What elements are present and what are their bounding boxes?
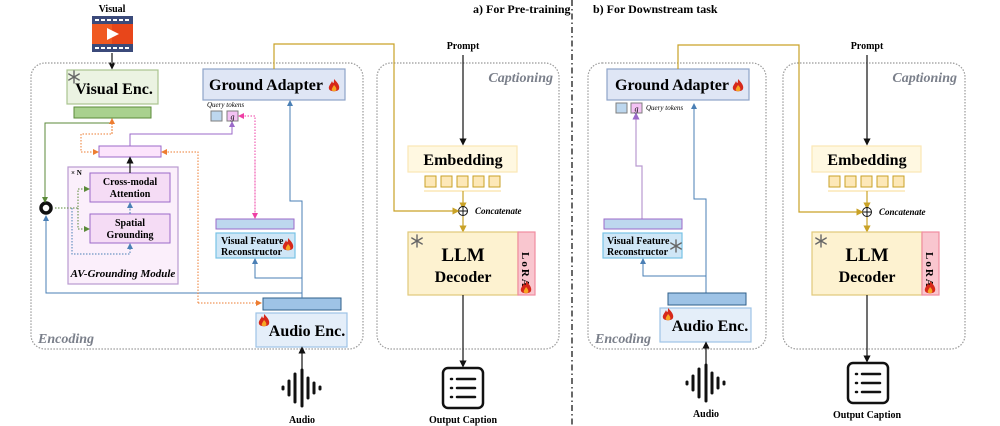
embedding-box-a <box>407 145 518 173</box>
video-icon <box>92 16 133 52</box>
panel-a-heading: a) For Pre-training <box>473 2 571 16</box>
embedding-box-b <box>811 145 922 173</box>
concat-operator-b <box>862 207 872 217</box>
llm-decoder-line1-a: LLM <box>441 245 484 266</box>
encoding-label-b: Encoding <box>594 332 651 347</box>
audio-encoder-box-a <box>255 312 348 348</box>
repeat-n-label: × N <box>71 169 82 177</box>
visual-input-label: Visual <box>99 4 126 15</box>
document-list-icon <box>441 366 485 410</box>
spatial-grounding-line2: Grounding <box>106 230 153 241</box>
vfr-line1-a: Visual Feature <box>221 236 284 247</box>
audio-waveform-icon <box>685 363 726 403</box>
llm-decoder-box-b <box>811 231 923 296</box>
audio-input-label-b: Audio <box>693 409 719 420</box>
reconstructed-feature-bar-a <box>215 218 295 230</box>
visual-feature-reconstructor-b <box>602 232 683 259</box>
merge-node <box>39 201 53 215</box>
llm-decoder-line2-b: Decoder <box>839 269 896 286</box>
audio-encoder-label-b: Audio Enc. <box>672 318 748 335</box>
spatial-grounding-box <box>89 213 171 244</box>
lora-adapter-a <box>517 231 536 296</box>
vfr-line2-a: Reconstructor <box>221 247 283 258</box>
query-token-a <box>210 110 223 122</box>
visual-feature-reconstructor-a <box>215 232 296 259</box>
embedding-label-a: Embedding <box>423 152 502 169</box>
embedding-tokens-b <box>828 175 905 188</box>
prompt-label-a: Prompt <box>447 41 480 52</box>
embedding-label-b: Embedding <box>827 152 906 169</box>
vfr-line2-b: Reconstructor <box>607 247 669 258</box>
visual-encoder-box <box>66 69 159 105</box>
panel-pretraining: a) For Pre-training Visual Encoding Visu… <box>30 2 571 426</box>
audio-encoder-box-b <box>659 307 752 343</box>
visual-encoder-label: Visual Enc. <box>75 81 153 98</box>
ground-adapter-label-a: Ground Adapter <box>209 77 323 94</box>
grounding-token-symbol-a: g <box>231 113 235 122</box>
audio-feature-bar-b <box>667 292 747 306</box>
captioning-group-a <box>376 62 560 350</box>
ground-adapter-box-b <box>606 68 750 101</box>
prompt-label-b: Prompt <box>851 41 884 52</box>
vfr-line1-b: Visual Feature <box>607 236 670 247</box>
cross-modal-attention-box <box>89 172 171 203</box>
document-list-icon <box>846 361 890 405</box>
concatenate-label-a: Concatenate <box>475 206 522 216</box>
encoding-label-a: Encoding <box>37 332 94 347</box>
llm-decoder-line1-b: LLM <box>845 245 888 266</box>
av-grounding-module-label: AV-Grounding Module <box>70 268 176 280</box>
concatenate-label-b: Concatenate <box>879 207 926 217</box>
output-caption-label-a: Output Caption <box>429 415 498 426</box>
concat-operator-a <box>458 206 468 216</box>
reconstructed-feature-bar-b <box>603 218 683 230</box>
audio-waveform-icon <box>281 368 322 408</box>
cross-modal-attention-line2: Attention <box>110 189 151 200</box>
embedding-tokens-a <box>424 175 501 188</box>
panel-b-heading: b) For Downstream task <box>593 2 718 16</box>
grounded-feature-bar <box>98 145 162 158</box>
spatial-grounding-line1: Spatial <box>115 218 145 229</box>
captioning-label-a: Captioning <box>488 71 553 86</box>
ground-adapter-box-a <box>202 68 346 101</box>
cross-modal-attention-line1: Cross-modal <box>103 177 157 188</box>
encoding-group-b <box>587 62 767 350</box>
audio-feature-bar-a <box>262 297 342 311</box>
audio-input-label-a: Audio <box>289 415 315 426</box>
lora-label-b: LoRA <box>923 252 935 289</box>
lora-label-a: LoRA <box>519 252 531 289</box>
query-tokens-label-a: Query tokens <box>207 101 244 109</box>
visual-feature-bar <box>73 106 152 119</box>
ground-adapter-label-b: Ground Adapter <box>615 77 729 94</box>
lora-adapter-b <box>921 231 940 296</box>
audio-encoder-label-a: Audio Enc. <box>269 323 345 340</box>
llm-decoder-line2-a: Decoder <box>435 269 492 286</box>
llm-decoder-box-a <box>407 231 519 296</box>
output-caption-label-b: Output Caption <box>833 410 902 421</box>
query-token-b <box>615 102 628 114</box>
query-tokens-label-b: Query tokens <box>646 104 683 112</box>
captioning-group-b <box>782 62 966 350</box>
captioning-label-b: Captioning <box>892 71 957 86</box>
grounding-token-symbol-b: g <box>635 105 639 114</box>
panel-downstream: b) For Downstream task Encoding Ground A… <box>587 2 966 421</box>
